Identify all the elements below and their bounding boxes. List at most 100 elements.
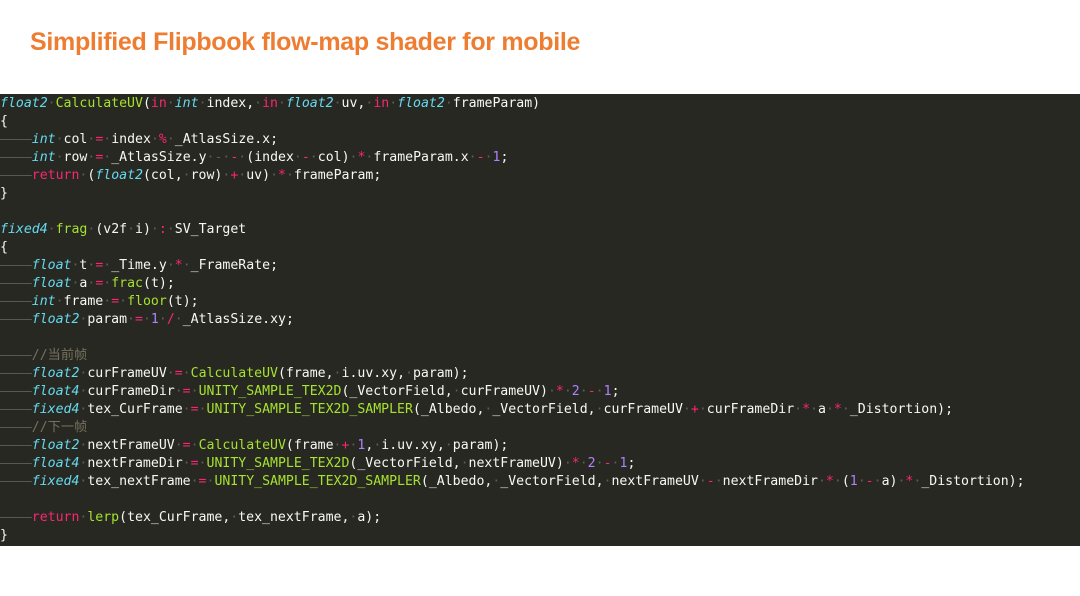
keyword-token: return — [31, 510, 80, 525]
whitespace-marker: ———— — [0, 294, 32, 309]
type-token: int — [174, 96, 199, 111]
type-token: float2 — [285, 96, 334, 111]
function-token: UNITY_SAMPLE_TEX2D_SAMPLER — [214, 474, 421, 489]
code-token: ( — [87, 168, 96, 183]
whitespace-marker: · — [79, 456, 88, 471]
code-line: ————int·col·=·index·%·_AtlasSize.x; — [0, 131, 1025, 149]
code-token: a — [79, 276, 88, 291]
operator-token: = — [190, 402, 199, 417]
operator-token: * — [278, 168, 286, 183]
whitespace-marker: · — [547, 384, 556, 399]
code-token: (index — [246, 150, 294, 165]
whitespace-marker: · — [55, 132, 64, 147]
whitespace-marker: · — [190, 474, 199, 489]
whitespace-marker: · — [349, 510, 358, 525]
code-token: ; — [500, 150, 509, 165]
operator-token: * — [905, 474, 914, 489]
code-token: param); — [412, 366, 469, 381]
function-token: lerp — [87, 510, 120, 525]
whitespace-marker: · — [595, 384, 604, 399]
whitespace-marker: · — [79, 438, 88, 453]
operator-token: = — [95, 258, 104, 273]
whitespace-marker: · — [595, 402, 604, 417]
whitespace-marker: · — [309, 150, 318, 165]
whitespace-marker: · — [460, 456, 469, 471]
type-token: float4 — [31, 384, 80, 399]
whitespace-marker: · — [79, 402, 88, 417]
comment-token: //下一帧 — [31, 420, 88, 435]
type-token: float4 — [31, 456, 80, 471]
whitespace-marker: · — [79, 474, 88, 489]
whitespace-marker: · — [71, 258, 80, 273]
code-token: frameParam.x — [373, 150, 469, 165]
code-token: uv) — [246, 168, 271, 183]
operator-token: : — [158, 222, 167, 237]
whitespace-marker: ———— — [0, 438, 32, 453]
code-line: ————float2·nextFrameUV·=·CalculateUV(fra… — [0, 437, 1025, 455]
code-token: param — [87, 312, 128, 327]
whitespace-marker: ———— — [0, 456, 32, 471]
code-token: ( — [142, 96, 151, 111]
whitespace-marker: · — [492, 474, 501, 489]
code-token: curFrameUV — [603, 402, 683, 417]
keyword-token: in — [373, 96, 390, 111]
number-token: 1 — [492, 150, 501, 165]
code-line: ————int·row·=·_AtlasSize.y·-·-·(index·-·… — [0, 149, 1025, 167]
whitespace-marker: · — [47, 96, 56, 111]
code-token: curFrameDir — [87, 384, 175, 399]
code-token: nextFrameUV — [87, 438, 175, 453]
whitespace-marker: · — [278, 96, 286, 111]
whitespace-marker: · — [79, 384, 88, 399]
type-token: float2 — [31, 312, 80, 327]
number-token: 1 — [357, 438, 366, 453]
whitespace-marker: · — [913, 474, 922, 489]
code-token: _VectorField, — [492, 402, 596, 417]
operator-token: - — [603, 456, 612, 471]
whitespace-marker: ·-· — [206, 150, 231, 165]
whitespace-marker: · — [222, 168, 231, 183]
code-line: ————float·t·=·_Time.y·*·_FrameRate; — [0, 257, 1025, 275]
whitespace-marker: · — [238, 150, 247, 165]
code-token: _Distortion); — [921, 474, 1025, 489]
whitespace-marker: · — [579, 456, 588, 471]
whitespace-marker: · — [611, 456, 620, 471]
whitespace-marker: · — [349, 150, 358, 165]
comment-token: //当前帧 — [31, 348, 88, 363]
whitespace-marker: ———— — [0, 276, 32, 291]
operator-token: - — [476, 150, 485, 165]
operator-token: + — [230, 168, 239, 183]
whitespace-marker: · — [119, 294, 128, 309]
code-token: frameParam; — [293, 168, 382, 183]
whitespace-marker: · — [103, 132, 112, 147]
code-token: (_Albedo, — [412, 402, 485, 417]
whitespace-marker: ———— — [0, 150, 32, 165]
code-token: , — [365, 438, 374, 453]
code-token: index — [111, 132, 151, 147]
whitespace-marker: ———— — [0, 168, 32, 183]
whitespace-marker: ———— — [0, 384, 32, 399]
function-token: CalculateUV — [198, 438, 286, 453]
operator-token: = — [174, 366, 183, 381]
whitespace-marker: · — [579, 384, 588, 399]
code-line: } — [0, 527, 1025, 545]
whitespace-marker: · — [603, 474, 612, 489]
whitespace-marker: · — [182, 402, 191, 417]
code-token: nextFrameDir — [722, 474, 818, 489]
operator-token: - — [301, 150, 310, 165]
whitespace-marker: · — [563, 456, 572, 471]
code-token: col) — [317, 150, 350, 165]
whitespace-marker: ———— — [0, 510, 32, 525]
code-token: t — [79, 258, 88, 273]
operator-token: - — [587, 384, 596, 399]
code-editor-panel: float2·CalculateUV(in·int·index,·in·floa… — [0, 94, 1080, 546]
code-token: nextFrameUV — [611, 474, 699, 489]
type-token: fixed4 — [31, 402, 80, 417]
type-token: int — [31, 294, 56, 309]
whitespace-marker: · — [103, 150, 112, 165]
operator-token: + — [341, 438, 350, 453]
code-token: a) — [881, 474, 898, 489]
whitespace-marker: · — [103, 276, 112, 291]
code-token: i) — [135, 222, 151, 237]
keyword-token: in — [150, 96, 167, 111]
whitespace-marker: · — [825, 402, 834, 417]
